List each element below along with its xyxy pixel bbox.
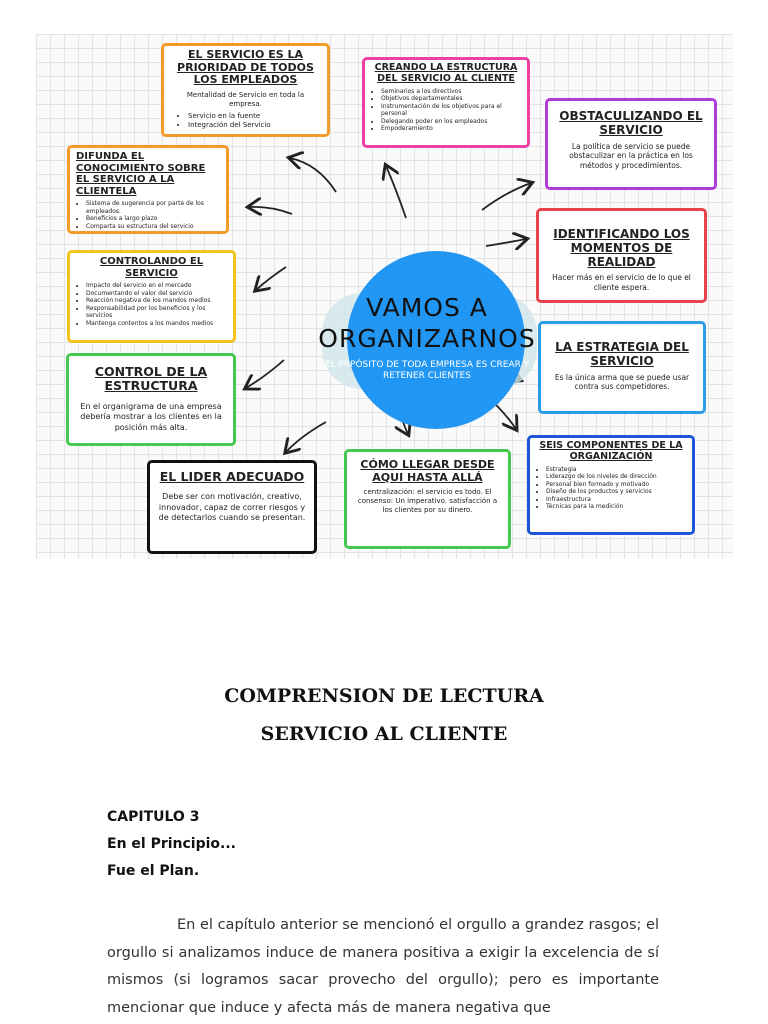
body-paragraph: En el capítulo anterior se mencionó el o… [107, 917, 659, 1016]
box-title: CONTROLANDO EL SERVICIO [99, 256, 204, 279]
box-title: SEIS COMPONENTES DE LA ORGANIZACIÓN [539, 440, 683, 462]
box-title: LA ESTRATEGIA DEL SERVICIO [555, 340, 689, 368]
section-subheading: Fue el Plan. [107, 863, 200, 879]
list-item: Beneficios a largo plazo [86, 215, 220, 223]
box-title: CREANDO LA ESTRUCTURA DEL SERVICIO AL CL… [374, 62, 518, 84]
box-text: En el organigrama de una empresa debería… [80, 401, 222, 432]
list-item: Liderazgo de los niveles de dirección [546, 473, 686, 481]
list-item: Objetivos departamentales [381, 95, 521, 103]
arrow-to-prioridad [290, 158, 337, 193]
box-title: DIFUNDA EL CONOCIMIENTO SOBRE EL SERVICI… [76, 151, 206, 197]
list-item: Diseño de los productos y servicios [546, 488, 686, 496]
list-item: Responsabilidad por los beneficios y los… [86, 305, 227, 320]
list-item: Empoderamiento [381, 125, 521, 133]
box-text: Mentalidad de Servicio en toda la empres… [186, 90, 305, 109]
box-title: OBSTACULIZANDO EL SERVICIO [559, 109, 703, 137]
center-subtitle: EL PRPÓSITO DE TODA EMPRESA ES CREAR Y R… [324, 360, 530, 381]
center-title: VAMOS A ORGANIZARNOS [318, 293, 536, 353]
list-item: Impacto del servicio en el mercado [86, 282, 227, 290]
list-item: Integración del Servicio [188, 121, 321, 130]
list-item: Servicio en la fuente [188, 112, 321, 121]
box-como-llegar: CÓMO LLEGAR DESDE AQUI HASTA ALLÁ centra… [344, 449, 511, 549]
list-item: Sistema de sugerencia por parte de los e… [86, 200, 220, 215]
document-subtitle: SERVICIO AL CLIENTE [260, 723, 508, 745]
box-lider-adecuado: EL LIDER ADECUADO Debe ser con motivació… [147, 460, 317, 554]
arrow-to-obstaculizando [481, 183, 531, 211]
box-identificando-momentos: IDENTIFICANDO LOS MOMENTOS DE REALIDAD H… [536, 208, 707, 303]
box-title: EL SERVICIO ES LA PRIORIDAD DE TODOS LOS… [177, 48, 314, 87]
list-item: Técnicas para la medición [546, 503, 686, 511]
mind-map: EL SERVICIO ES LA PRIORIDAD DE TODOS LOS… [36, 34, 733, 559]
box-text: La política de servicio se puede obstacu… [569, 141, 693, 171]
list-item: Mantenga contentos a los mandos medios [86, 320, 227, 328]
center-circle [347, 251, 525, 429]
box-obstaculizando: OBSTACULIZANDO EL SERVICIO La política d… [545, 98, 717, 190]
arrow-to-estructura [386, 166, 407, 219]
box-controlando-servicio: CONTROLANDO EL SERVICIO Impacto del serv… [67, 250, 236, 343]
document-title: COMPRENSION DE LECTURA [224, 685, 544, 707]
list-item: Personal bien formado y motivado [546, 481, 686, 489]
box-estrategia-servicio: LA ESTRATEGIA DEL SERVICIO Es la única a… [538, 321, 706, 414]
list-item: Delegando poder en los empleados [381, 118, 521, 126]
section-heading: En el Principio... [107, 836, 236, 852]
box-seis-componentes: SEIS COMPONENTES DE LA ORGANIZACIÓN Estr… [527, 435, 695, 535]
box-title: CÓMO LLEGAR DESDE AQUI HASTA ALLÁ [360, 458, 495, 484]
list-item: Reacción negativa de los mandos medios [86, 297, 227, 305]
arrow-to-lider [286, 421, 327, 452]
box-prioridad-del-servicio: EL SERVICIO ES LA PRIORIDAD DE TODOS LOS… [161, 43, 330, 137]
arrow-to-difunda [249, 207, 293, 214]
list-item: Instrumentación de los objetivos para el… [381, 103, 521, 118]
list-item: Estrategia [546, 466, 686, 474]
arrow-to-control-estructura [246, 359, 285, 388]
box-text: Hacer más en el servicio de lo que el cl… [552, 273, 691, 293]
box-control-estructura: CONTROL DE LA ESTRUCTURA En el organigra… [66, 353, 236, 446]
list-item: Documentando el valor del servicio [86, 290, 227, 298]
box-text: centralización: el servicio es todo. El … [357, 488, 498, 515]
list-item: Infraestructura [546, 496, 686, 504]
box-difunda-conocimiento: DIFUNDA EL CONOCIMIENTO SOBRE EL SERVICI… [67, 145, 229, 234]
box-creando-estructura: CREANDO LA ESTRUCTURA DEL SERVICIO AL CL… [362, 57, 530, 148]
box-text: Es la única arma que se puede usar contr… [554, 372, 690, 392]
box-title: CONTROL DE LA ESTRUCTURA [94, 364, 208, 394]
box-title: IDENTIFICANDO LOS MOMENTOS DE REALIDAD [553, 227, 690, 269]
list-item: Comparta su estructura del servicio [86, 223, 220, 231]
arrow-to-controlando [256, 266, 287, 290]
box-text: Debe ser con motivación, creativo, innov… [158, 492, 306, 523]
chapter-heading: CAPITULO 3 [107, 809, 200, 825]
arrow-to-identificando [485, 239, 526, 246]
list-item: Seminarios a los directivos [381, 88, 521, 96]
box-title: EL LIDER ADECUADO [159, 469, 305, 484]
